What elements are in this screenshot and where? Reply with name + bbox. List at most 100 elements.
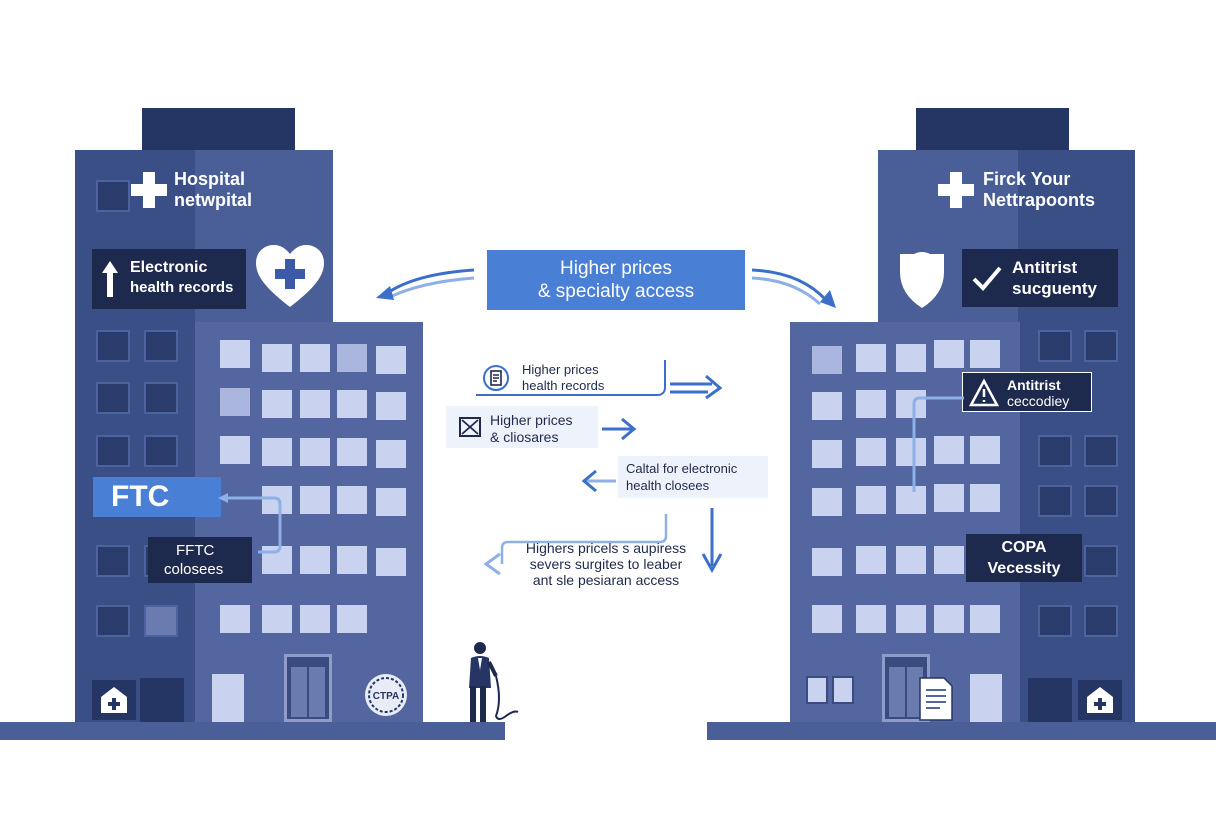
window bbox=[896, 486, 926, 514]
copa-line2: Vecessity bbox=[987, 560, 1061, 577]
window bbox=[300, 438, 330, 466]
window bbox=[934, 484, 964, 512]
window bbox=[856, 486, 886, 514]
window bbox=[856, 546, 886, 574]
window bbox=[96, 435, 130, 467]
window bbox=[812, 392, 842, 420]
window bbox=[144, 330, 178, 362]
door bbox=[1028, 678, 1072, 722]
left-title-line2: netwpital bbox=[174, 190, 253, 210]
flow-box2-line2: & cliosares bbox=[490, 429, 559, 445]
window bbox=[896, 390, 926, 418]
window bbox=[262, 344, 292, 372]
fftc-label: FFTC colosees bbox=[148, 537, 252, 583]
small-windows bbox=[806, 676, 856, 704]
window bbox=[812, 346, 842, 374]
window bbox=[300, 390, 330, 418]
door bbox=[140, 678, 184, 722]
cross-icon bbox=[131, 172, 167, 208]
connector-to-bottom bbox=[483, 514, 668, 576]
ground-left bbox=[0, 722, 505, 740]
window bbox=[1038, 605, 1072, 637]
window bbox=[376, 488, 406, 516]
antitrust-connector-line bbox=[912, 396, 964, 492]
flow-box1-line2: health records bbox=[522, 378, 605, 393]
crossed-box-icon bbox=[459, 417, 481, 437]
up-arrow-icon bbox=[102, 261, 118, 297]
antitrust-warning-line2: ceccodiey bbox=[1007, 393, 1070, 409]
elevator-door bbox=[284, 654, 332, 722]
window bbox=[96, 545, 130, 577]
window bbox=[96, 605, 130, 637]
house-plus-icon bbox=[101, 687, 127, 713]
window bbox=[96, 330, 130, 362]
antitrust-top-line1: Antitrist bbox=[1012, 258, 1078, 277]
bottom-line1: Highers pricels s aupiress bbox=[525, 540, 687, 556]
left-building-roof bbox=[142, 108, 295, 150]
main-banner-line1: Higher prices bbox=[560, 258, 672, 279]
window bbox=[337, 390, 367, 418]
window bbox=[262, 605, 292, 633]
window bbox=[1038, 485, 1072, 517]
main-banner: Higher prices & specialty access bbox=[487, 250, 745, 310]
ehr-line1: Electronic bbox=[130, 259, 208, 276]
bottom-summary: Highers pricels s aupiress severs surgit… bbox=[506, 540, 706, 588]
window bbox=[812, 440, 842, 468]
arrow-left-3 bbox=[581, 469, 616, 493]
bottom-line2: severs surgites to leaber bbox=[529, 556, 683, 572]
window bbox=[1084, 605, 1118, 637]
copa-label: COPA Vecessity bbox=[966, 534, 1082, 582]
flow-box-closures: Higher prices & cliosares bbox=[446, 406, 598, 448]
warning-icon bbox=[968, 378, 1000, 407]
window bbox=[144, 435, 178, 467]
window bbox=[1038, 435, 1072, 467]
window bbox=[812, 548, 842, 576]
window bbox=[220, 436, 250, 464]
window bbox=[896, 344, 926, 372]
ftc-label: FTC bbox=[93, 477, 221, 517]
flow-box1-line1: Higher prices bbox=[522, 362, 599, 377]
antitrust-label-warning: Antitrist ceccodiey bbox=[962, 372, 1092, 412]
cross-icon bbox=[938, 172, 974, 208]
window bbox=[970, 484, 1000, 512]
window bbox=[934, 340, 964, 368]
arrow-down bbox=[701, 508, 723, 574]
window bbox=[970, 436, 1000, 464]
window bbox=[896, 605, 926, 633]
ftc-connector-line bbox=[218, 493, 282, 554]
copa-line1: COPA bbox=[1001, 539, 1047, 556]
window bbox=[300, 605, 330, 633]
window bbox=[896, 546, 926, 574]
arrow-to-left-building bbox=[376, 268, 475, 300]
right-building-roof bbox=[916, 108, 1069, 150]
window bbox=[856, 605, 886, 633]
window bbox=[144, 382, 178, 414]
seal-text: CTPA bbox=[373, 691, 399, 702]
window bbox=[376, 440, 406, 468]
antitrust-warning-line1: Antitrist bbox=[1007, 377, 1061, 393]
window bbox=[1084, 330, 1118, 362]
document-badge-icon bbox=[483, 365, 509, 391]
main-banner-line2: & specialty access bbox=[537, 281, 695, 302]
window bbox=[337, 546, 367, 574]
flow-box3-line2: health closees bbox=[626, 478, 710, 493]
window bbox=[856, 438, 886, 466]
window bbox=[376, 392, 406, 420]
window bbox=[376, 548, 406, 576]
window bbox=[262, 438, 292, 466]
window bbox=[337, 344, 367, 372]
document-icon bbox=[919, 677, 953, 721]
window bbox=[96, 382, 130, 414]
window bbox=[934, 436, 964, 464]
left-building-title: Hospital netwpital bbox=[174, 169, 252, 211]
window bbox=[220, 388, 250, 416]
side-door bbox=[970, 674, 1002, 722]
arrow-right-1 bbox=[670, 374, 723, 400]
window bbox=[1084, 485, 1118, 517]
window bbox=[220, 340, 250, 368]
window bbox=[1084, 545, 1118, 577]
window bbox=[300, 486, 330, 514]
window bbox=[1084, 435, 1118, 467]
bottom-line3: ant sle pesiaran access bbox=[532, 572, 680, 588]
window bbox=[262, 390, 292, 418]
